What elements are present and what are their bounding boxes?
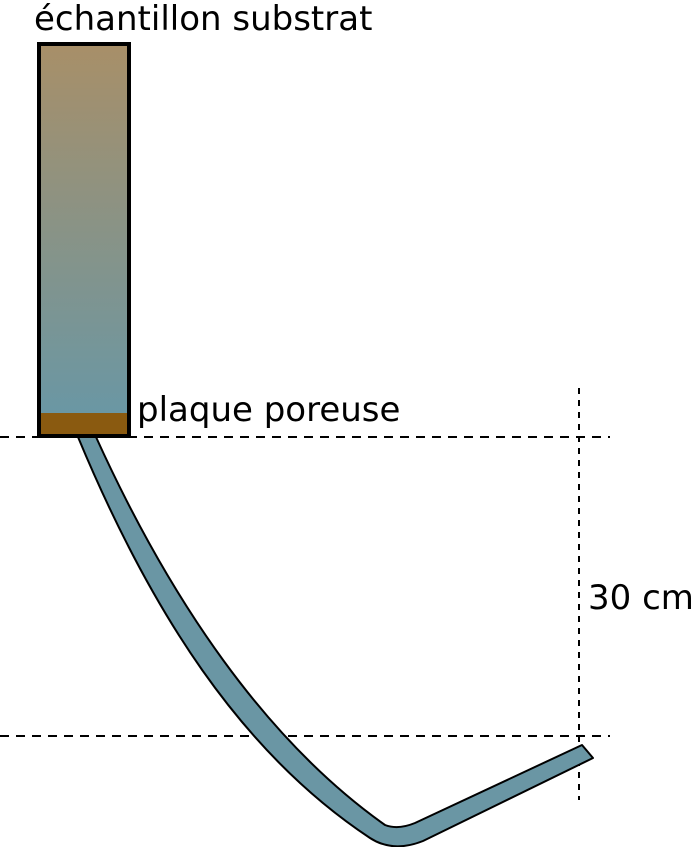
- porous-plate-label: plaque poreuse: [137, 390, 400, 430]
- sample-label: échantillon substrat: [34, 0, 372, 39]
- tube: [77, 436, 594, 847]
- sample-column-outline: [37, 42, 131, 438]
- height-label: 30 cm: [588, 578, 694, 618]
- porous-plate: [39, 413, 129, 436]
- substrate-sample: [39, 44, 129, 414]
